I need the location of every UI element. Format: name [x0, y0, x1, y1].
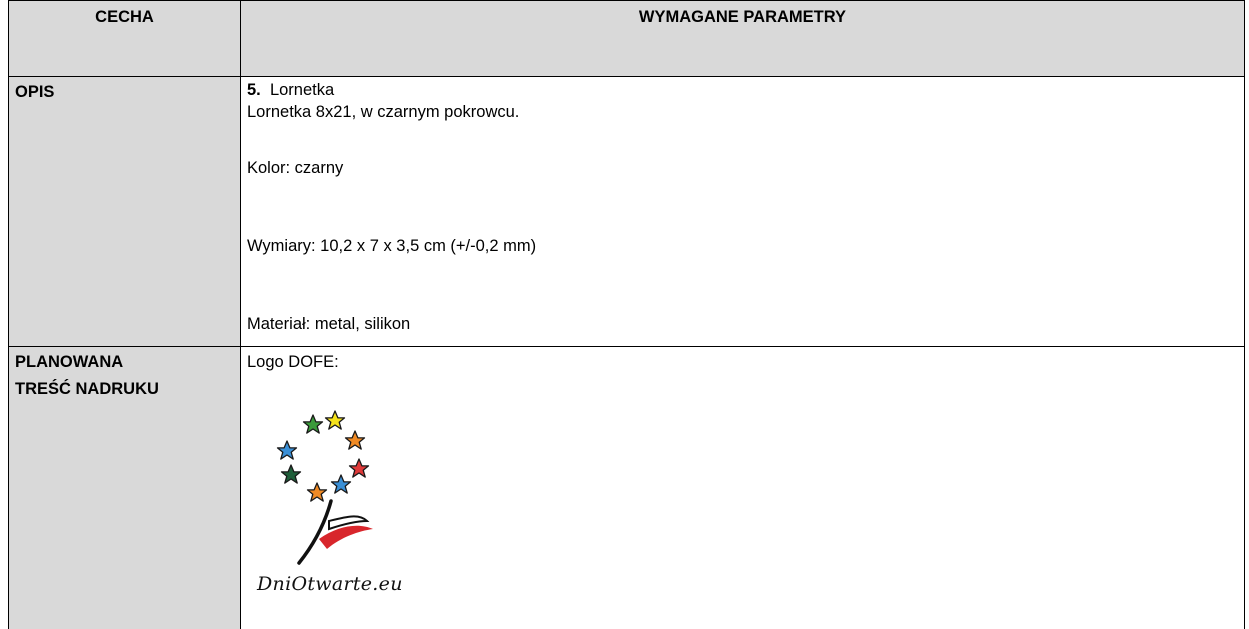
- item-name: Lornetka: [269, 81, 335, 99]
- flag-red: [319, 525, 373, 549]
- print-label-line1: PLANOWANA: [15, 353, 124, 371]
- print-params-cell: Logo DOFE:: [240, 346, 1245, 629]
- opis-params-cell: 5. Lornetka Lornetka 8x21, w czarnym pok…: [240, 76, 1245, 347]
- row-print: PLANOWANA TREŚĆ NADRUKU Logo DOFE:: [8, 346, 1245, 629]
- star-icon: [302, 414, 324, 434]
- star-icon: [330, 474, 352, 494]
- opis-label: OPIS: [15, 83, 55, 101]
- spec-table: CECHA WYMAGANE PARAMETRY OPIS 5. Lornetk…: [8, 0, 1245, 629]
- header-params: WYMAGANE PARAMETRY: [240, 0, 1245, 77]
- item-description: Lornetka 8x21, w czarnym pokrowcu.: [247, 103, 520, 121]
- print-label-line2: TREŚĆ NADRUKU: [15, 380, 159, 398]
- star-icon: [306, 482, 328, 502]
- header-feature: CECHA: [8, 0, 241, 77]
- item-color: Kolor: czarny: [247, 159, 344, 177]
- star-icon: [324, 410, 346, 430]
- star-icon: [348, 458, 370, 478]
- item-number: 5.: [247, 81, 261, 99]
- star-icon: [276, 440, 298, 460]
- star-icon: [344, 430, 366, 450]
- logo-label: Logo DOFE:: [247, 353, 339, 371]
- item-material: Materiał: metal, silikon: [247, 315, 411, 333]
- print-label-cell: PLANOWANA TREŚĆ NADRUKU: [8, 346, 241, 629]
- logo-stem: [297, 499, 333, 565]
- flag-white: [328, 515, 370, 531]
- star-icon: [280, 464, 302, 484]
- dofe-logo-graphic: [276, 410, 373, 565]
- row-opis: OPIS 5. Lornetka Lornetka 8x21, w czarny…: [8, 76, 1245, 347]
- logo-text: DniOtwarte.eu: [257, 573, 403, 595]
- dofe-logo: DniOtwarte.eu: [255, 393, 425, 603]
- opis-label-cell: OPIS: [8, 76, 241, 347]
- item-dimensions: Wymiary: 10,2 x 7 x 3,5 cm (+/-0,2 mm): [247, 237, 537, 255]
- item-title: 5. Lornetka: [247, 79, 1238, 101]
- header-row: CECHA WYMAGANE PARAMETRY: [8, 0, 1245, 77]
